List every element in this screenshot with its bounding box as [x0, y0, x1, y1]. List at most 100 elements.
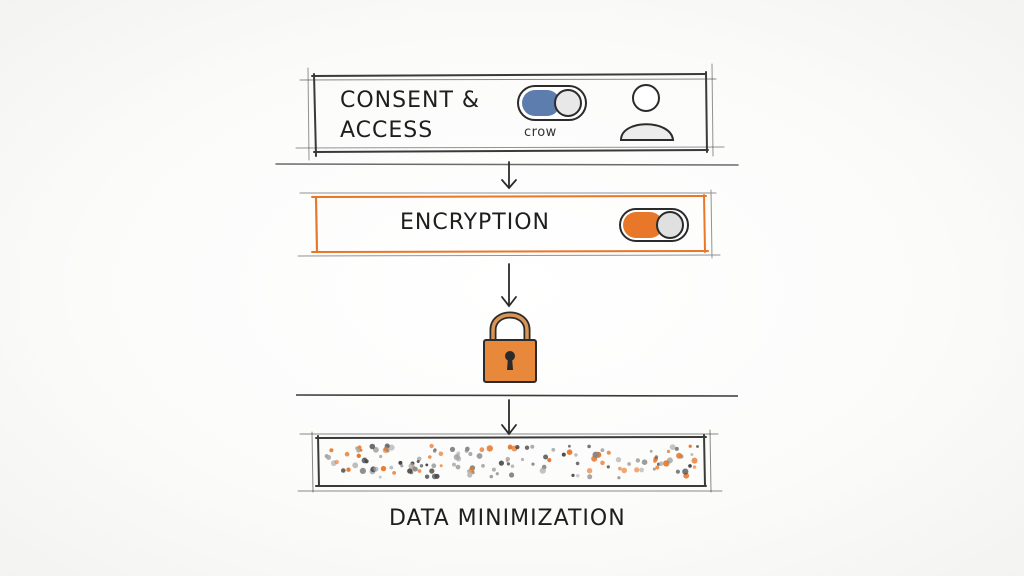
data-dot	[576, 474, 580, 478]
data-dot	[407, 468, 413, 474]
data-dot	[655, 465, 660, 470]
data-dot	[691, 457, 698, 464]
data-dot	[431, 463, 437, 469]
data-dot	[359, 467, 366, 474]
data-dot	[356, 453, 361, 458]
data-dots	[324, 443, 699, 480]
data-minimization-bar	[297, 429, 723, 493]
data-dot	[369, 443, 376, 450]
data-dot	[600, 460, 605, 466]
data-dot	[467, 472, 473, 478]
data-dot	[606, 465, 610, 469]
data-dot	[666, 449, 671, 454]
data-dot	[471, 470, 475, 475]
data-dot	[509, 472, 515, 478]
user-icon	[619, 84, 675, 141]
arrow-down-icon	[501, 399, 517, 436]
data-dot	[506, 462, 510, 466]
data-dot	[324, 454, 329, 459]
data-dot	[696, 445, 699, 448]
data-dot	[455, 464, 461, 470]
data-dot	[498, 460, 504, 466]
data-dot	[400, 464, 404, 468]
arrow-down-icon	[501, 263, 517, 308]
data-dot	[341, 468, 346, 473]
consent-label-line1: CONSENT &	[340, 88, 481, 113]
data-dot	[416, 460, 420, 463]
data-dot	[373, 466, 379, 472]
data-dot	[575, 461, 580, 466]
data-dot	[439, 464, 443, 468]
data-dot	[690, 453, 694, 456]
data-dot	[571, 473, 575, 477]
data-dot	[489, 474, 493, 479]
data-dot	[692, 465, 697, 469]
data-dot	[352, 462, 359, 469]
data-dot	[428, 455, 432, 459]
data-dot	[392, 471, 396, 475]
data-dot	[408, 463, 415, 470]
data-dot	[654, 455, 659, 459]
data-dot	[649, 449, 653, 453]
data-dot	[669, 444, 676, 450]
data-dot	[561, 452, 566, 457]
data-dot	[419, 464, 424, 468]
data-dot	[617, 476, 621, 480]
data-dot	[388, 444, 395, 451]
data-dot	[378, 475, 382, 479]
consent-toggle[interactable]	[517, 85, 587, 121]
data-dot	[688, 444, 692, 448]
encryption-label: ENCRYPTION	[400, 210, 551, 235]
data-dot	[389, 465, 394, 470]
consent-access-label: CONSENT & ACCESS	[340, 86, 480, 146]
divider-line	[295, 394, 739, 397]
data-dot	[486, 445, 493, 452]
data-dot	[676, 452, 683, 459]
data-dot	[543, 454, 549, 460]
data-dot	[675, 469, 681, 474]
data-dot	[361, 457, 368, 464]
data-minimization-label: DATA MINIMIZATION	[389, 506, 626, 531]
data-dot	[515, 445, 520, 450]
encryption-toggle[interactable]	[619, 208, 689, 242]
data-dot	[639, 467, 644, 473]
data-dot	[618, 466, 622, 471]
toggle-caption: crow	[524, 125, 557, 140]
data-dot	[344, 451, 350, 457]
data-dot	[346, 467, 351, 472]
data-dot	[438, 451, 444, 457]
data-dot	[674, 446, 679, 451]
data-dot	[520, 457, 525, 462]
data-dot	[417, 469, 422, 473]
data-dot	[510, 464, 515, 468]
data-dot	[429, 443, 434, 449]
data-dot	[476, 453, 483, 459]
data-dot	[592, 451, 599, 458]
data-dot	[412, 466, 418, 472]
data-dot	[449, 446, 456, 452]
consent-box	[275, 63, 739, 166]
data-dot	[379, 454, 383, 459]
consent-label-line2: ACCESS	[340, 118, 434, 143]
data-dot	[479, 447, 485, 453]
data-dot	[481, 464, 485, 468]
data-dot	[524, 445, 530, 450]
padlock-icon	[483, 311, 537, 383]
data-dot	[547, 458, 552, 463]
data-dot	[566, 449, 573, 456]
data-dot	[425, 463, 429, 467]
data-dot	[586, 468, 593, 474]
data-dot	[382, 447, 389, 454]
data-dot	[652, 467, 656, 471]
encryption-box	[311, 194, 709, 254]
data-dot	[431, 473, 438, 480]
data-dot	[627, 462, 631, 466]
data-dot	[424, 474, 430, 479]
data-dot	[334, 459, 339, 465]
data-dot	[551, 447, 556, 452]
data-dot	[359, 448, 363, 452]
data-dot	[606, 450, 611, 455]
data-dot	[539, 467, 546, 474]
